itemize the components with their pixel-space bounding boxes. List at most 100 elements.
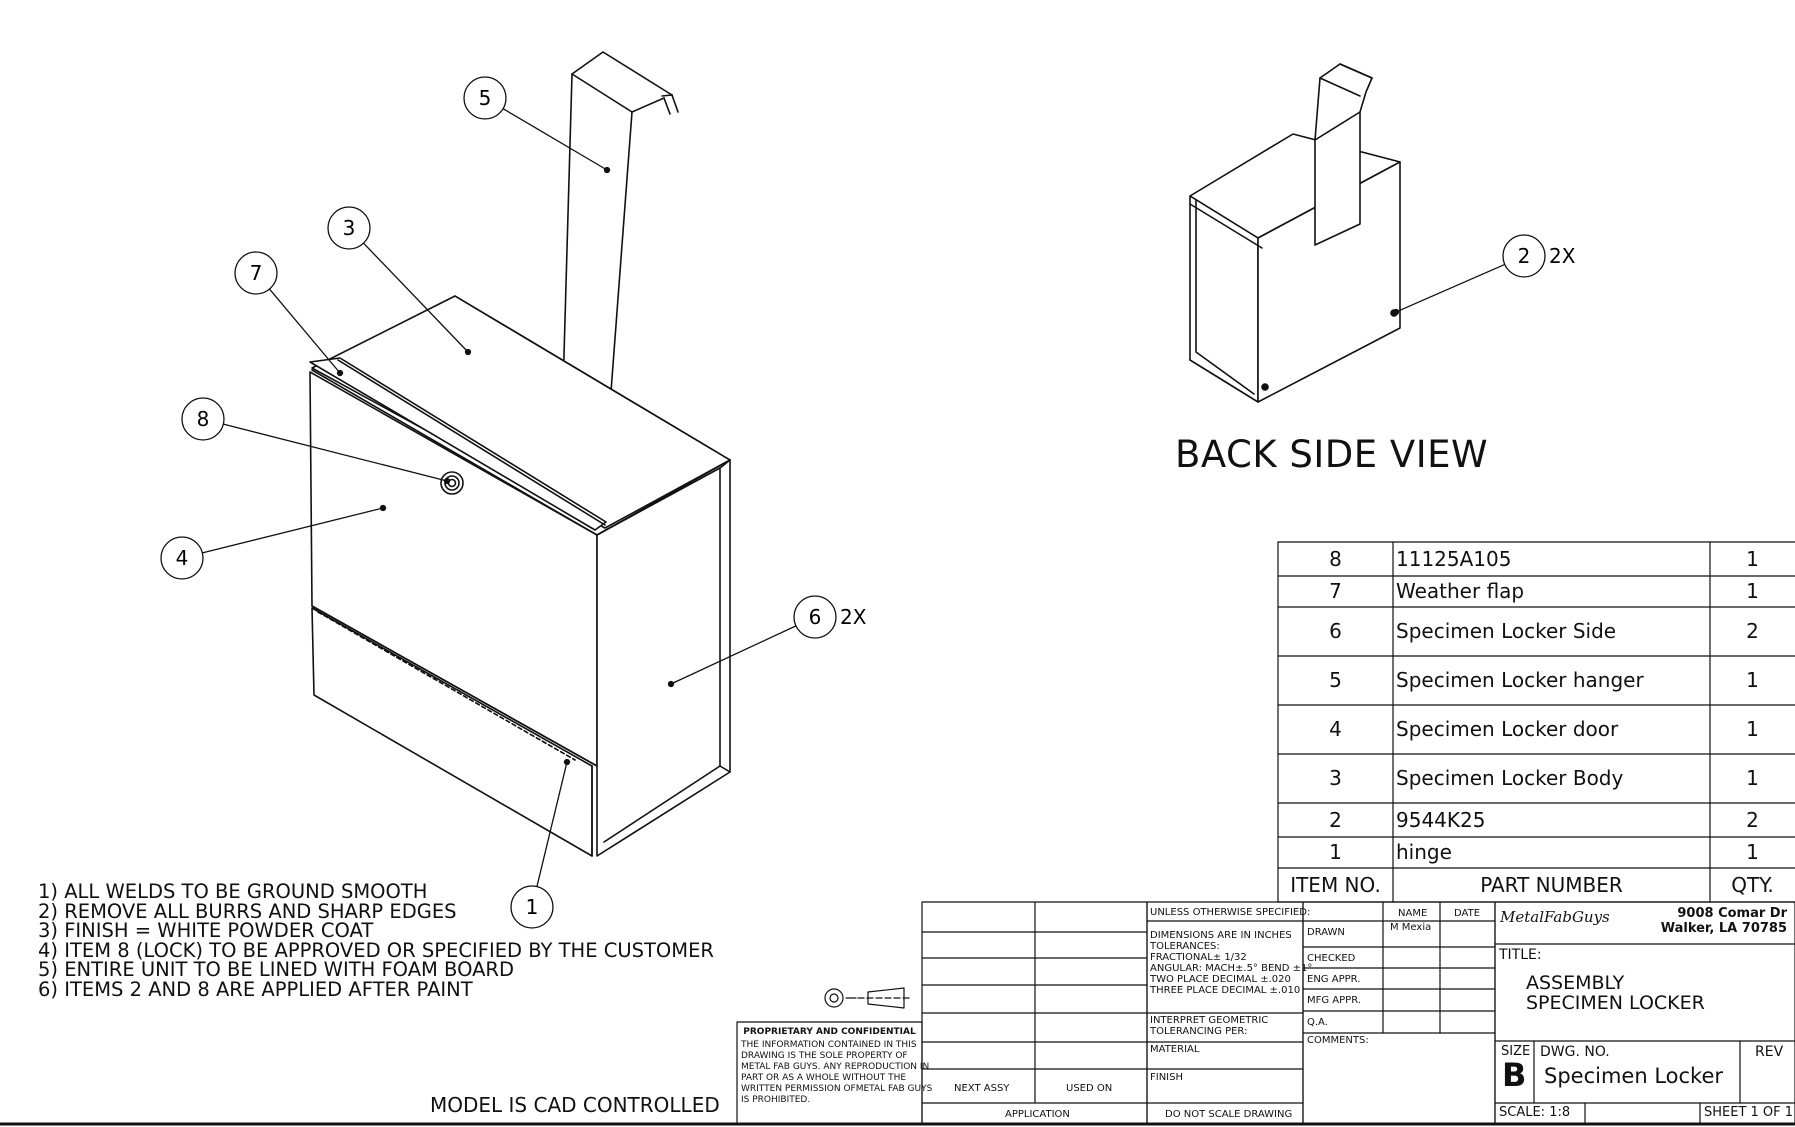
tolerance-header: UNLESS OTHERWISE SPECIFIED: bbox=[1150, 907, 1311, 918]
callout-number: 7 bbox=[250, 261, 263, 285]
application-label: APPLICATION bbox=[1005, 1109, 1070, 1120]
dwg-no-value: Specimen Locker bbox=[1544, 1064, 1724, 1088]
lower-front-panel bbox=[311, 607, 593, 857]
back-side-view-label: BACK SIDE VIEW bbox=[1175, 433, 1489, 476]
note-line: 6) ITEMS 2 AND 8 ARE APPLIED AFTER PAINT bbox=[38, 977, 473, 1001]
signoff-label: Q.A. bbox=[1307, 1017, 1328, 1028]
callout-number: 1 bbox=[526, 895, 539, 919]
bom-part-number: Specimen Locker Body bbox=[1396, 766, 1624, 790]
leader-dot bbox=[603, 166, 611, 174]
bom-item-number: 3 bbox=[1329, 766, 1342, 790]
proprietary-title: PROPRIETARY AND CONFIDENTIAL bbox=[743, 1027, 916, 1037]
bom-item-number: 1 bbox=[1329, 840, 1342, 864]
bom-quantity: 1 bbox=[1746, 840, 1759, 864]
leader-dot bbox=[667, 680, 675, 688]
address-line: 9008 Comar Dr bbox=[1677, 906, 1787, 921]
bom-item-number: 6 bbox=[1329, 619, 1342, 643]
note-line: 2) REMOVE ALL BURRS AND SHARP EDGES bbox=[38, 899, 457, 923]
callout-bubble bbox=[234, 251, 278, 295]
size-value: B bbox=[1502, 1056, 1527, 1094]
bom-quantity: 1 bbox=[1746, 547, 1759, 571]
dwg-no-label: DWG. NO. bbox=[1540, 1044, 1610, 1060]
used-on-label: USED ON bbox=[1066, 1083, 1113, 1094]
note-line: 1) ALL WELDS TO BE GROUND SMOOTH bbox=[38, 880, 428, 903]
hanger-part bbox=[562, 51, 679, 406]
bom-part-number: 11125A105 bbox=[1396, 547, 1512, 571]
tolerance-line: TOLERANCES: bbox=[1150, 941, 1220, 952]
callout-number: 8 bbox=[197, 407, 210, 431]
callout-quantity: 2X bbox=[840, 605, 867, 629]
back-side-view bbox=[1189, 63, 1401, 403]
finish-label: FINISH bbox=[1150, 1072, 1183, 1083]
address-line: Walker, LA 70785 bbox=[1660, 921, 1787, 936]
rev-label: REV bbox=[1755, 1044, 1784, 1060]
tolerance-line: FRACTIONAL± 1/32 bbox=[1150, 952, 1247, 963]
interpret-block: INTERPRET GEOMETRIC TOLERANCING PER: bbox=[1150, 1015, 1268, 1037]
date-header: DATE bbox=[1454, 908, 1481, 919]
proprietary-line: THE INFORMATION CONTAINED IN THIS bbox=[741, 1040, 917, 1050]
callout-bubble bbox=[327, 206, 371, 250]
callout-leader bbox=[1395, 263, 1506, 313]
bom-item-number: 8 bbox=[1329, 547, 1342, 571]
bom-part-number: 9544K25 bbox=[1396, 808, 1486, 832]
callout-leader bbox=[202, 507, 384, 554]
leader-dot bbox=[464, 348, 472, 356]
proprietary-line: PART OR AS A WHOLE WITHOUT THE bbox=[741, 1073, 907, 1083]
cad-control-notice: MODEL IS CAD CONTROLLED bbox=[430, 1093, 720, 1117]
callout-bubble bbox=[1502, 234, 1546, 278]
tolerance-line: THREE PLACE DECIMAL ±.010 bbox=[1150, 985, 1301, 996]
tolerance-line: DIMENSIONS ARE IN INCHES bbox=[1150, 930, 1292, 941]
drawing-title: ASSEMBLY SPECIMEN LOCKER bbox=[1526, 973, 1705, 1013]
company-logo: MetalFabGuys bbox=[1500, 908, 1610, 926]
comments-label: COMMENTS: bbox=[1307, 1035, 1369, 1046]
proprietary-notice: PROPRIETARY AND CONFIDENTIAL THE INFORMA… bbox=[737, 1027, 932, 1106]
general-notes: 1) ALL WELDS TO BE GROUND SMOOTH 2) REMO… bbox=[38, 882, 714, 999]
bom-part-number: hinge bbox=[1396, 840, 1452, 864]
bom-quantity: 2 bbox=[1746, 619, 1759, 643]
callout-leader bbox=[536, 761, 568, 887]
callout-number: 3 bbox=[343, 216, 356, 240]
bom-part-number: Specimen Locker door bbox=[1396, 717, 1619, 741]
title-block-grid bbox=[736, 901, 1795, 1125]
tolerance-line: TWO PLACE DECIMAL ±.020 bbox=[1150, 974, 1291, 985]
tolerance-block: DIMENSIONS ARE IN INCHES TOLERANCES: FRA… bbox=[1150, 930, 1312, 996]
tolerance-line: ANGULAR: MACH±.5° BEND ±1° bbox=[1150, 963, 1313, 974]
do-not-scale-label: DO NOT SCALE DRAWING bbox=[1165, 1109, 1293, 1120]
projection-symbol-icon bbox=[824, 987, 913, 1009]
bom-quantity: 1 bbox=[1746, 668, 1759, 692]
bom-quantity: 2 bbox=[1746, 808, 1759, 832]
callout-number: 4 bbox=[176, 546, 189, 570]
leader-dot bbox=[563, 758, 571, 766]
callout-bubble bbox=[510, 885, 554, 929]
size-label: SIZE bbox=[1501, 1044, 1531, 1059]
callout-leader bbox=[670, 625, 797, 685]
signoff-label: DRAWN bbox=[1307, 927, 1345, 938]
leader-dot bbox=[336, 369, 344, 377]
proprietary-line: IS PROHIBITED. bbox=[741, 1095, 811, 1105]
signoff-label: MFG APPR. bbox=[1307, 995, 1361, 1006]
interpret-line: INTERPRET GEOMETRIC bbox=[1150, 1015, 1269, 1026]
callout-number: 2 bbox=[1518, 244, 1531, 268]
proprietary-line: DRAWING IS THE SOLE PROPERTY OF bbox=[741, 1051, 908, 1061]
scale-label: SCALE: 1:8 bbox=[1499, 1105, 1571, 1120]
callout-bubble bbox=[160, 536, 204, 580]
company-address: 9008 Comar Dr Walker, LA 70785 bbox=[1661, 906, 1787, 936]
bom-item-number: 5 bbox=[1329, 668, 1342, 692]
bom-header-item: ITEM NO. bbox=[1290, 873, 1381, 897]
note-line: 5) ENTIRE UNIT TO BE LINED WITH FOAM BOA… bbox=[38, 958, 514, 981]
note-line: 4) ITEM 8 (LOCK) TO BE APPROVED OR SPECI… bbox=[38, 938, 714, 962]
callout-leader bbox=[223, 423, 448, 482]
title-line: ASSEMBLY bbox=[1526, 972, 1625, 994]
bom-item-number: 7 bbox=[1329, 579, 1342, 603]
title-label: TITLE: bbox=[1499, 947, 1542, 963]
leader-dot bbox=[443, 477, 451, 485]
callout-quantity: 2X bbox=[1549, 244, 1576, 268]
proprietary-line: METAL FAB GUYS. ANY REPRODUCTION IN bbox=[741, 1062, 930, 1072]
bom-part-number: Weather flap bbox=[1396, 579, 1525, 603]
callout-number: 6 bbox=[809, 605, 822, 629]
bom-part-number: Specimen Locker hanger bbox=[1396, 668, 1644, 692]
signoff-name: M Mexia bbox=[1390, 922, 1432, 933]
side-panel-part bbox=[596, 459, 731, 857]
bom-part-number: Specimen Locker Side bbox=[1396, 619, 1617, 643]
